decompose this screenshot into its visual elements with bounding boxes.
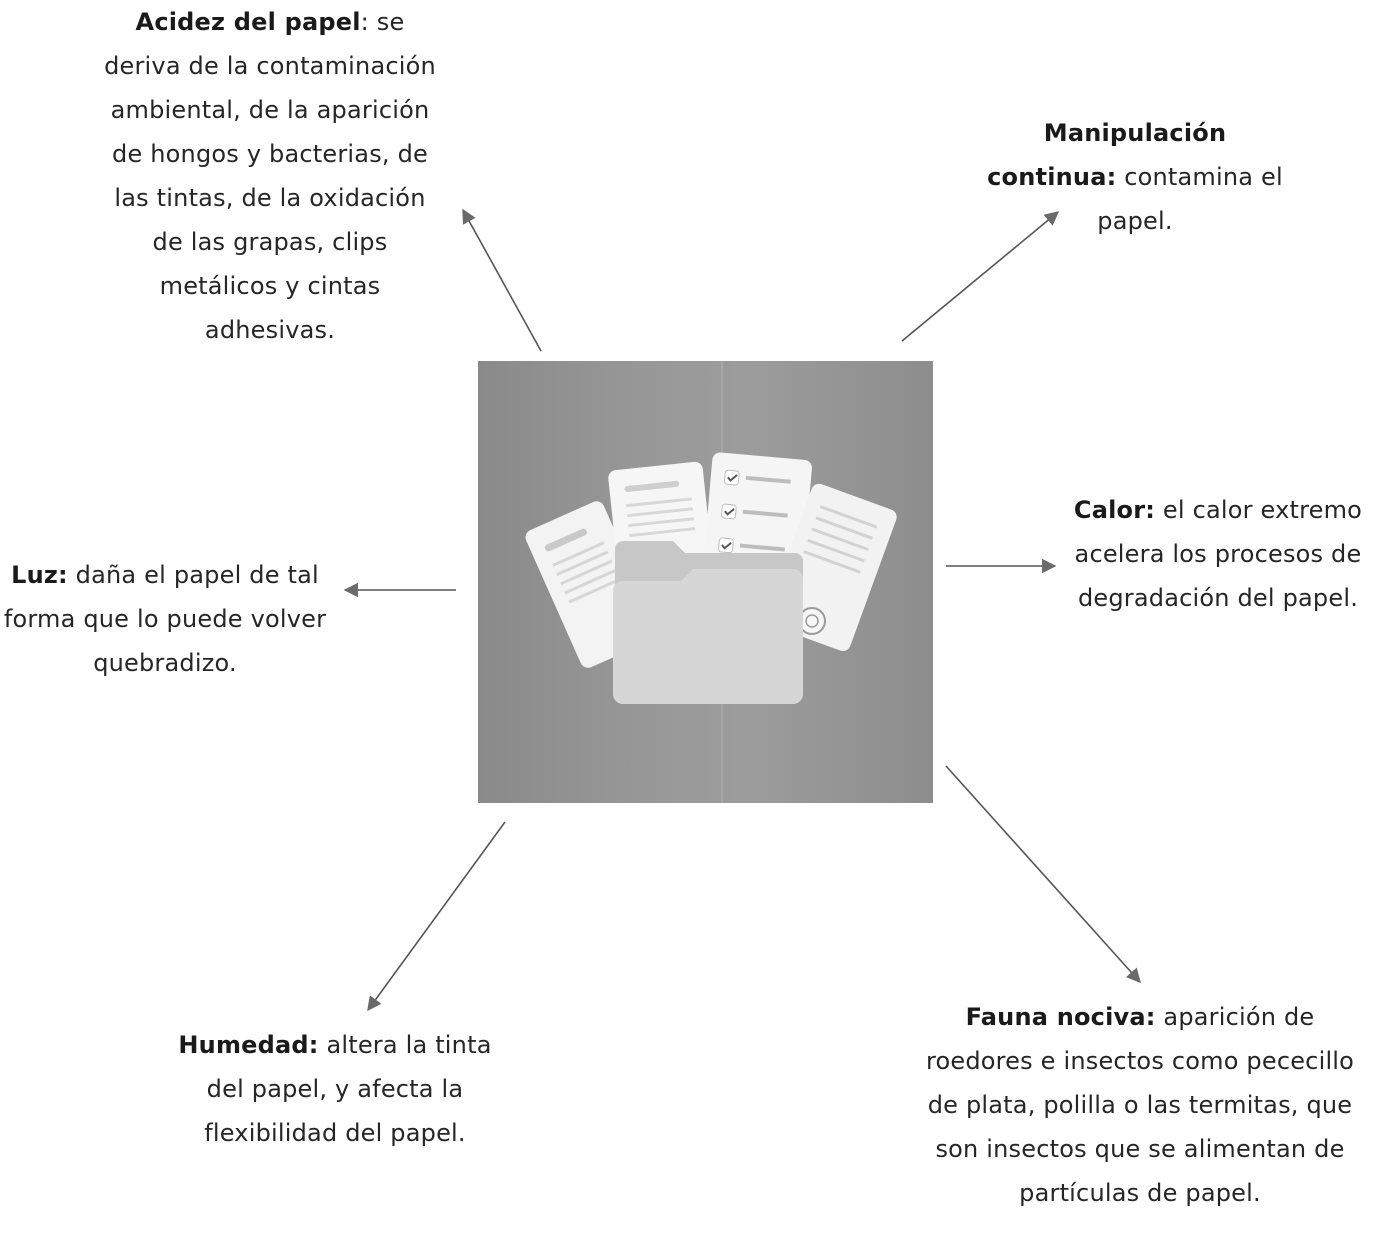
folder-with-documents-icon [525, 361, 897, 803]
arrow-to-manipulacion [901, 211, 1060, 342]
folder-with-documents-image [478, 361, 933, 803]
arrow-to-acidez [462, 208, 542, 352]
folder-front-icon [613, 569, 803, 704]
note-manipulacion-text: contamina el papel. [1097, 163, 1283, 235]
note-acidez-text: : se deriva de la contaminación ambienta… [104, 8, 436, 344]
note-acidez-del-papel: Acidez del papel: se deriva de la contam… [100, 0, 440, 352]
note-manipulacion-title: Manipulación continua: [987, 119, 1227, 191]
note-luz-title: Luz: [11, 561, 68, 589]
note-humedad-text: altera la tinta del papel, y afecta la f… [204, 1031, 492, 1147]
note-luz-text: daña el papel de tal forma que lo puede … [3, 561, 327, 677]
note-manipulacion-continua: Manipulación continua: contamina el pape… [985, 111, 1285, 243]
note-humedad: Humedad: altera la tinta del papel, y af… [165, 1023, 505, 1155]
note-calor: Calor: el calor extremo acelera los proc… [1058, 488, 1378, 620]
arrow-to-fauna [945, 765, 1141, 984]
note-luz: Luz: daña el papel de tal forma que lo p… [0, 553, 330, 685]
note-fauna-nociva: Fauna nociva: aparición de roedores e in… [925, 995, 1355, 1215]
note-calor-text: el calor extremo acelera los procesos de… [1074, 496, 1363, 612]
note-humedad-title: Humedad: [178, 1031, 319, 1059]
note-acidez-title: Acidez del papel [135, 8, 361, 36]
note-calor-title: Calor: [1073, 496, 1156, 524]
arrow-to-humedad [367, 821, 506, 1012]
note-fauna-title: Fauna nociva: [965, 1003, 1156, 1031]
note-fauna-text: aparición de roedores e insectos como pe… [925, 1003, 1355, 1207]
